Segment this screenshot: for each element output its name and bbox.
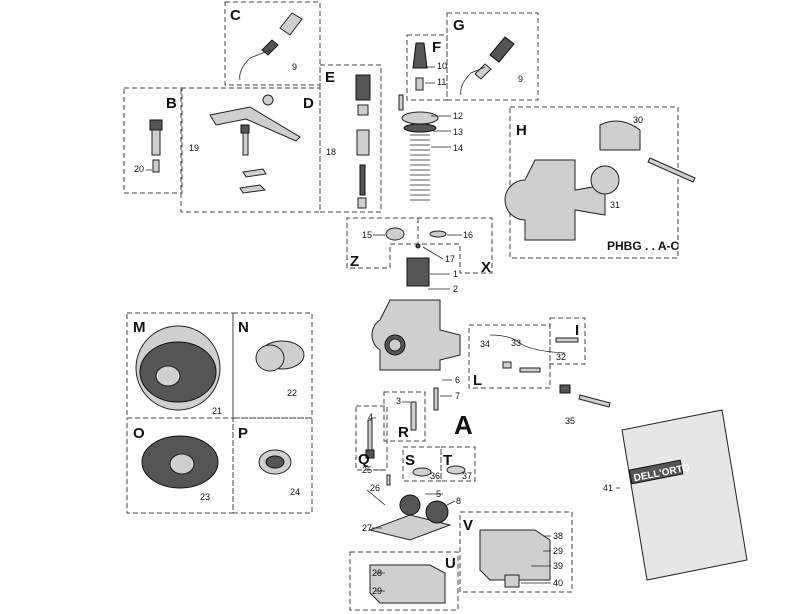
group-label: P <box>238 425 248 442</box>
box-e <box>319 64 382 213</box>
group-label: U <box>445 555 456 572</box>
part-number: 39 <box>553 561 563 571</box>
part-number: 15 <box>362 230 372 240</box>
part-number: 9 <box>292 62 297 72</box>
part-number: 34 <box>480 339 490 349</box>
part-number: 13 <box>453 127 463 137</box>
box-c <box>224 1 321 86</box>
leader-lines <box>146 66 620 592</box>
group-boxes <box>123 1 679 611</box>
part-drawings: DELL'ORTO <box>135 12 748 604</box>
part-number: 25 <box>362 465 372 475</box>
box-v <box>459 511 573 593</box>
box-h <box>509 106 679 259</box>
part-number: 2 <box>453 284 458 294</box>
group-label: S <box>405 452 415 469</box>
group-label: T <box>443 452 452 469</box>
part-number: 36 <box>430 471 440 481</box>
part-number: 24 <box>290 487 300 497</box>
part-number: 33 <box>511 338 521 348</box>
group-label: Z <box>350 253 359 270</box>
box-d <box>180 87 321 213</box>
part-number: 26 <box>370 483 380 493</box>
part-number: 9 <box>518 74 523 84</box>
part-number: 12 <box>453 111 463 121</box>
group-label: M <box>133 319 146 336</box>
part-number: 20 <box>134 164 144 174</box>
box-u <box>349 551 459 611</box>
part-number: 32 <box>556 352 566 362</box>
box-p <box>232 417 313 514</box>
group-label: N <box>238 319 249 336</box>
group-label: L <box>473 372 482 389</box>
part-number: 14 <box>453 143 463 153</box>
part-number: 30 <box>633 115 643 125</box>
part-number: 27 <box>362 523 372 533</box>
group-label: F <box>432 39 441 56</box>
box-n <box>232 312 313 419</box>
part-number: 1 <box>453 269 458 279</box>
box-f <box>406 34 448 101</box>
part-number: 37 <box>462 471 472 481</box>
group-label: D <box>303 95 314 112</box>
part-number: 40 <box>553 578 563 588</box>
part-number: 7 <box>455 391 460 401</box>
part-number: 31 <box>610 200 620 210</box>
part-number: 38 <box>553 531 563 541</box>
part-number: 8 <box>456 496 461 506</box>
group-label: X <box>481 259 491 276</box>
part-number: 11 <box>437 77 446 87</box>
model-label: PHBG . . A-C <box>607 239 680 253</box>
group-label: B <box>166 95 177 112</box>
part-number: 6 <box>455 375 460 385</box>
part-number: 23 <box>200 492 210 502</box>
box-b <box>123 87 183 194</box>
part-number: 41 <box>603 483 613 493</box>
part-number: 19 <box>189 143 199 153</box>
part-number: 3 <box>396 396 401 406</box>
part-number: 35 <box>565 416 575 426</box>
part-number: 17 <box>445 254 455 264</box>
group-label: H <box>516 122 527 139</box>
group-label: O <box>133 425 145 442</box>
group-label: V <box>463 517 473 534</box>
part-number: 4 <box>368 412 373 422</box>
box-s <box>402 446 442 482</box>
part-number: 18 <box>326 147 336 157</box>
part-number: 22 <box>287 388 297 398</box>
group-label: G <box>453 17 465 34</box>
main-group-label: A <box>454 410 473 440</box>
part-number: 21 <box>212 406 222 416</box>
group-label: Q <box>358 451 370 468</box>
group-label: E <box>325 69 335 86</box>
group-label: I <box>575 322 579 339</box>
box-i <box>549 317 586 365</box>
box-zx <box>346 217 493 274</box>
part-number: 10 <box>437 61 447 71</box>
part-number: 29 <box>553 546 563 556</box>
box-r <box>383 391 426 442</box>
box-g <box>446 12 539 101</box>
group-label: C <box>230 7 241 24</box>
group-label: R <box>398 424 409 441</box>
group-letters: C G F B D E H Z X M N O P L I Q R S T V … <box>133 7 680 572</box>
part-number: 16 <box>463 230 473 240</box>
box-t <box>440 446 476 482</box>
